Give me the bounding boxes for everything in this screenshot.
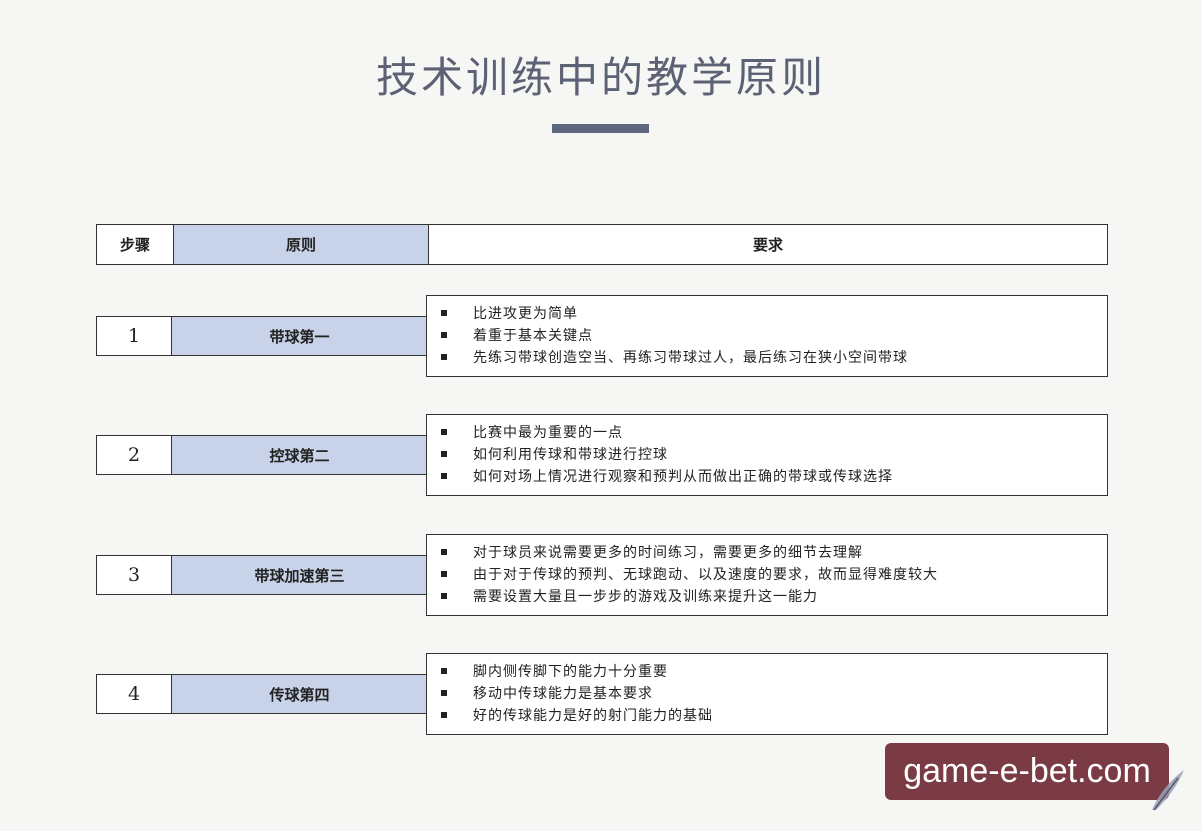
bullet-icon (441, 690, 447, 696)
bullet-icon (441, 332, 447, 338)
item-text: 先练习带球创造空当、再练习带球过人，最后练习在狭小空间带球 (473, 350, 908, 366)
item-text: 着重于基本关键点 (473, 328, 593, 344)
list-item: 先练习带球创造空当、再练习带球过人，最后练习在狭小空间带球 (441, 346, 1107, 368)
list-item: 如何对场上情况进行观察和预判从而做出正确的带球或传球选择 (441, 465, 1107, 487)
bullet-icon (441, 451, 447, 457)
header-requirement: 要求 (752, 236, 783, 254)
requirement-cell: 比进攻更为简单 着重于基本关键点 先练习带球创造空当、再练习带球过人，最后练习在… (426, 295, 1108, 377)
bullet-icon (441, 354, 447, 360)
list-item: 移动中传球能力是基本要求 (441, 682, 1107, 704)
item-text: 如何对场上情况进行观察和预判从而做出正确的带球或传球选择 (473, 469, 893, 485)
table-row: 3 带球加速第三 对于球员来说需要更多的时间练习，需要更多的细节去理解 由于对于… (0, 534, 1202, 618)
bullet-icon (441, 571, 447, 577)
table-row: 1 带球第一 比进攻更为简单 着重于基本关键点 先练习带球创造空当、再练习带球过… (0, 295, 1202, 379)
table-row: 2 控球第二 比赛中最为重要的一点 如何利用传球和带球进行控球 如何对场上情况进… (0, 414, 1202, 498)
principle-cell: 带球加速第三 (171, 555, 428, 595)
list-item: 比进攻更为简单 (441, 302, 1107, 324)
item-text: 脚内侧传脚下的能力十分重要 (473, 664, 668, 680)
list-item: 着重于基本关键点 (441, 324, 1107, 346)
principle-cell: 控球第二 (171, 435, 428, 475)
bullet-icon (441, 549, 447, 555)
requirement-cell: 比赛中最为重要的一点 如何利用传球和带球进行控球 如何对场上情况进行观察和预判从… (426, 414, 1108, 496)
item-text: 由于对于传球的预判、无球跑动、以及速度的要求，故而显得难度较大 (473, 567, 938, 583)
table-row: 4 传球第四 脚内侧传脚下的能力十分重要 移动中传球能力是基本要求 好的传球能力… (0, 653, 1202, 737)
feather-icon (1152, 770, 1184, 811)
requirement-cell: 对于球员来说需要更多的时间练习，需要更多的细节去理解 由于对于传球的预判、无球跑… (426, 534, 1108, 616)
list-item: 比赛中最为重要的一点 (441, 421, 1107, 443)
requirement-cell: 脚内侧传脚下的能力十分重要 移动中传球能力是基本要求 好的传球能力是好的射门能力… (426, 653, 1108, 735)
step-number: 4 (96, 674, 172, 714)
header-step: 步骤 (97, 225, 174, 264)
title-underline (552, 124, 649, 133)
table-header: 步骤 原则 要求 (96, 224, 1108, 265)
list-item: 需要设置大量且一步步的游戏及训练来提升这一能力 (441, 585, 1107, 607)
principle-cell: 带球第一 (171, 316, 428, 356)
header-principle: 原则 (174, 225, 429, 264)
principle-cell: 传球第四 (171, 674, 428, 714)
item-text: 对于球员来说需要更多的时间练习，需要更多的细节去理解 (473, 545, 863, 561)
list-item: 脚内侧传脚下的能力十分重要 (441, 660, 1107, 682)
bullet-icon (441, 310, 447, 316)
watermark-text: game-e-bet.com (903, 752, 1151, 790)
bullet-icon (441, 473, 447, 479)
bullet-icon (441, 712, 447, 718)
item-text: 好的传球能力是好的射门能力的基础 (473, 708, 713, 724)
list-item: 好的传球能力是好的射门能力的基础 (441, 704, 1107, 726)
list-item: 如何利用传球和带球进行控球 (441, 443, 1107, 465)
step-number: 2 (96, 435, 172, 475)
step-number: 3 (96, 555, 172, 595)
page-title: 技术训练中的教学原则 (375, 53, 826, 102)
bullet-icon (441, 429, 447, 435)
list-item: 由于对于传球的预判、无球跑动、以及速度的要求，故而显得难度较大 (441, 563, 1107, 585)
item-text: 如何利用传球和带球进行控球 (473, 447, 668, 463)
list-item: 对于球员来说需要更多的时间练习，需要更多的细节去理解 (441, 541, 1107, 563)
item-text: 移动中传球能力是基本要求 (473, 686, 653, 702)
watermark-badge: game-e-bet.com (885, 743, 1169, 800)
step-number: 1 (96, 316, 172, 356)
item-text: 需要设置大量且一步步的游戏及训练来提升这一能力 (473, 589, 818, 605)
item-text: 比进攻更为简单 (473, 306, 578, 322)
bullet-icon (441, 593, 447, 599)
item-text: 比赛中最为重要的一点 (473, 425, 623, 441)
bullet-icon (441, 668, 447, 674)
